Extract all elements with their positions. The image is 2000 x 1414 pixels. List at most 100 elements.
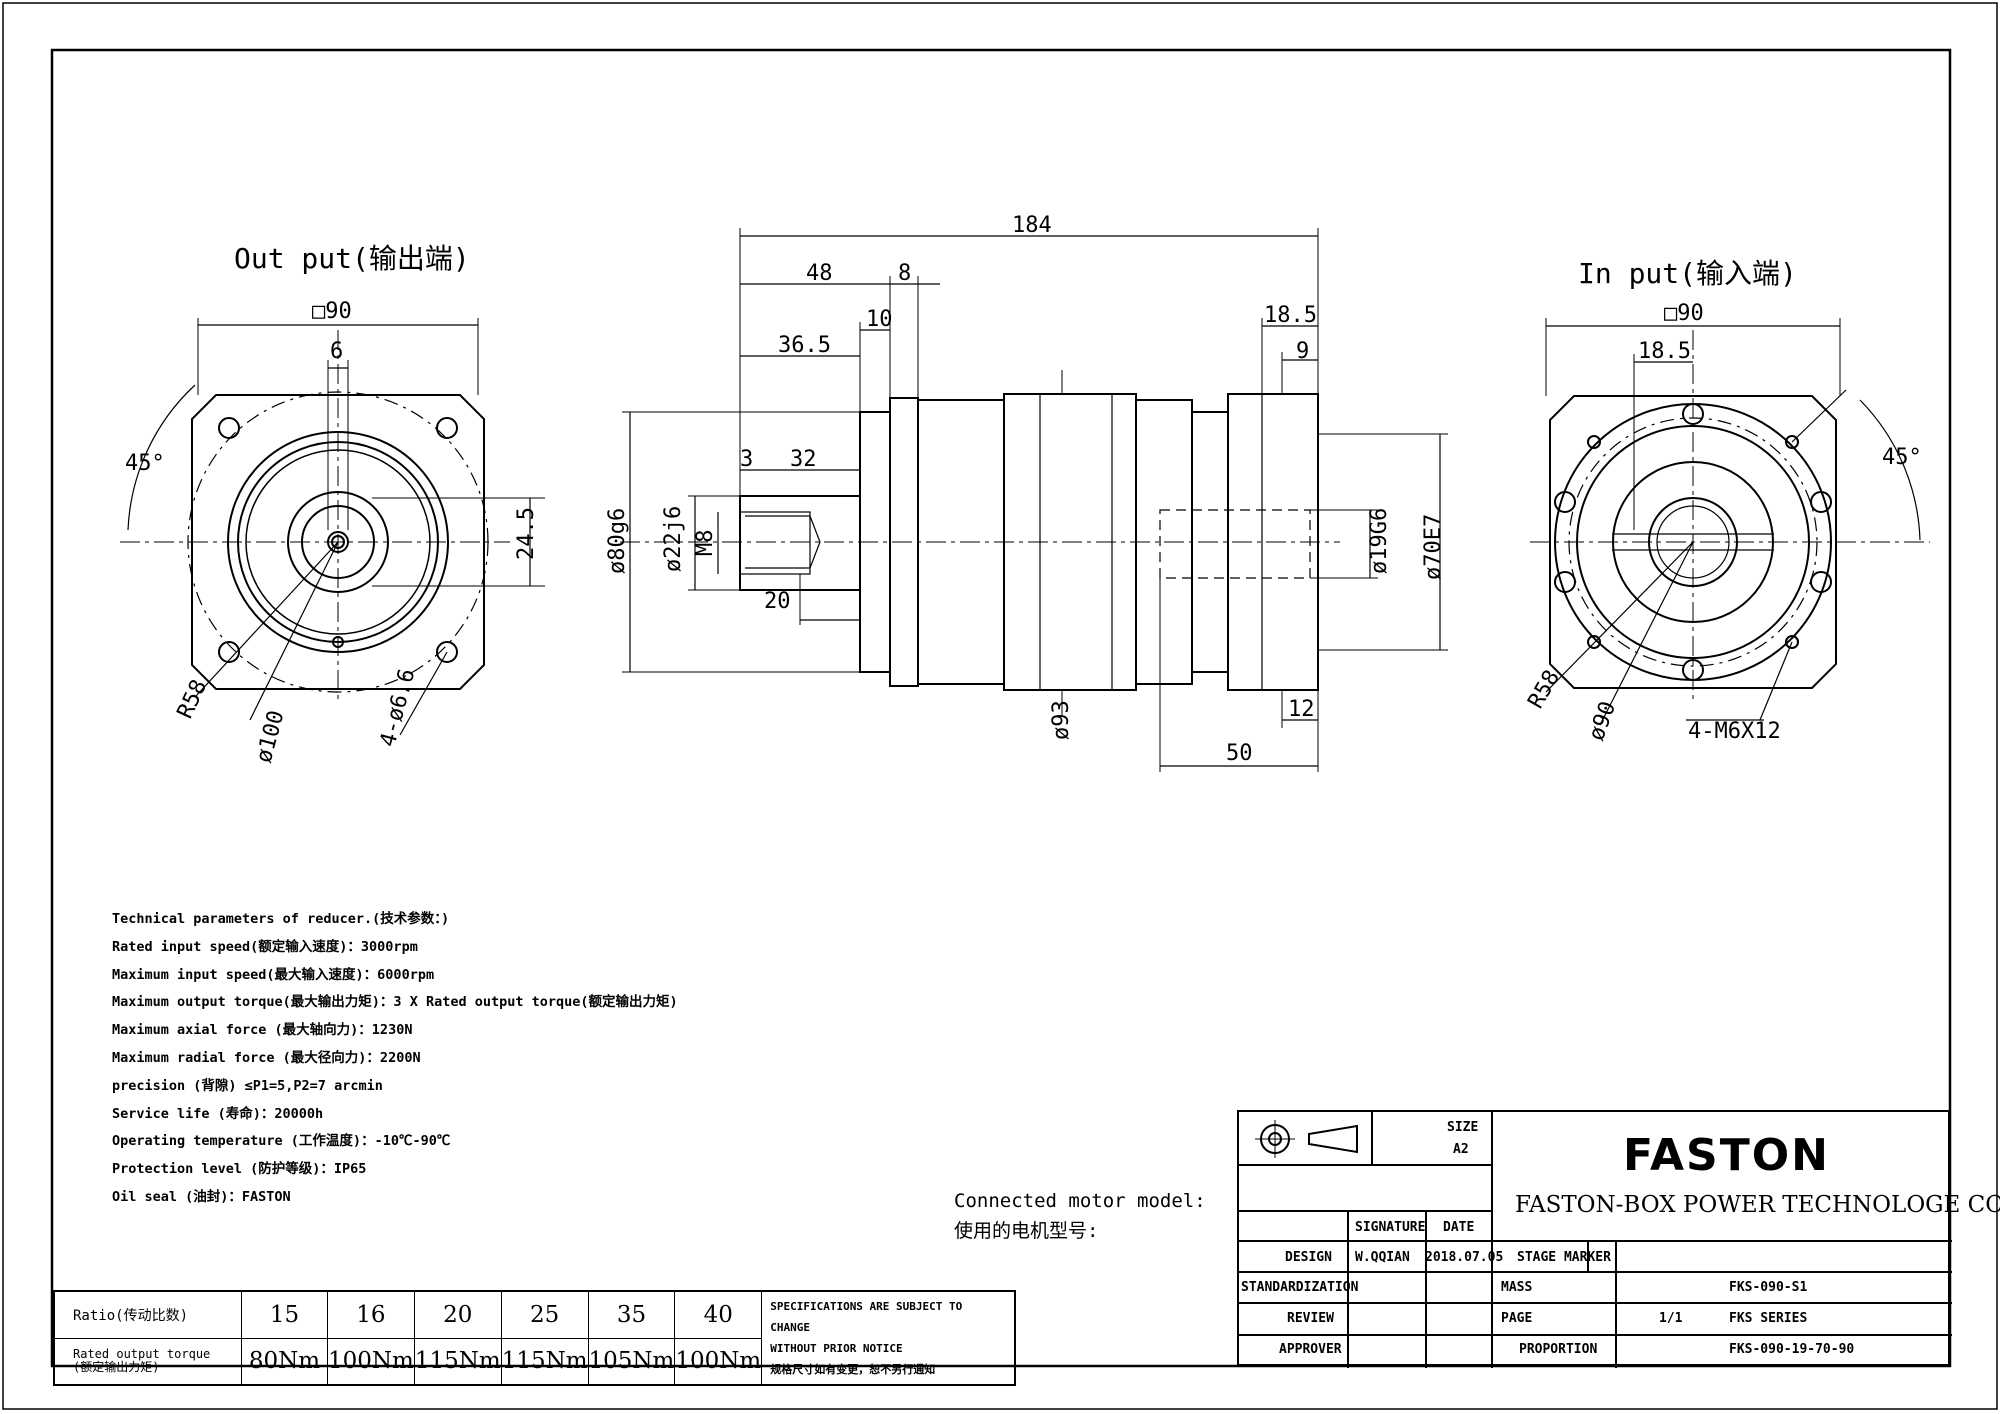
- side-dim-22j6: ø22j6: [661, 506, 686, 572]
- input-view: [1530, 318, 1930, 726]
- param-line: Maximum output torque(最大输出力矩)：3 X Rated …: [112, 994, 678, 1011]
- side-dim-70E7: ø70E7: [1421, 514, 1446, 580]
- input-screw-bl: [1587, 635, 1601, 649]
- side-dim-93: ø93: [1049, 700, 1074, 740]
- input-screw-tl: [1587, 435, 1601, 449]
- input-dim-square-label: □90: [1664, 301, 1704, 326]
- side-dim-12: 12: [1288, 697, 1315, 722]
- param-line: Protection level (防护等级)：IP65: [112, 1161, 367, 1178]
- design-date: 2018.07.05: [1425, 1250, 1504, 1265]
- spec-note: SPECIFICATIONS ARE SUBJECT TO CHANGE WIT…: [761, 1290, 1016, 1386]
- side-dim-20: 20: [764, 589, 791, 614]
- output-view: [120, 318, 545, 736]
- torque-label-1: Rated output torque: [73, 1347, 211, 1362]
- ratio-cell: 35: [587, 1290, 676, 1339]
- side-dim-80g6: ø80g6: [605, 508, 630, 574]
- input-hole-left-top: [1554, 491, 1576, 513]
- output-dim-key-label: 6: [330, 339, 343, 364]
- side-dim-32: 32: [790, 447, 817, 472]
- spec-note-2: WITHOUT PRIOR NOTICE: [770, 1342, 903, 1355]
- date-label: DATE: [1443, 1220, 1475, 1235]
- torque-cell: 105Nm: [587, 1337, 676, 1386]
- spec-note-1: SPECIFICATIONS ARE SUBJECT TO CHANGE: [770, 1300, 963, 1334]
- side-dim-m8: M8: [693, 530, 718, 557]
- connected-motor: Connected motor model: 使用的电机型号:: [954, 1186, 1206, 1246]
- ratio-cell: 40: [674, 1290, 763, 1339]
- mass-label: MASS: [1501, 1280, 1533, 1295]
- side-dim-19G6: ø19G6: [1367, 508, 1392, 574]
- param-line: Oil seal (油封)：FASTON: [112, 1188, 291, 1205]
- input-labels: In put(输入端) □90 18.5 45° R58 ø90 4-M6X12: [1524, 257, 1922, 744]
- stage-marker-label: STAGE MARKER: [1517, 1250, 1611, 1265]
- side-dim-36-5: 36.5: [778, 333, 831, 358]
- output-dim-radius-label: R58: [173, 676, 212, 723]
- side-tap: [745, 515, 821, 569]
- output-labels: Out put(输出端) □90 6 45° 24.5 R58 ø100 4-ø…: [125, 242, 539, 766]
- param-line: Maximum axial force (最大轴向力)：1230N: [112, 1022, 413, 1039]
- output-hole-tr: [436, 417, 458, 439]
- param-line: Service life (寿命)：20000h: [112, 1105, 324, 1122]
- param-line: Rated input speed(额定输入速度)：3000rpm: [112, 938, 418, 955]
- ratio-cell: 20: [413, 1290, 502, 1339]
- input-dim-holes-label: 4-M6X12: [1688, 719, 1781, 744]
- side-labels: 184 48 8 10 36.5 3 32 20 ø80g6 ø22j6 M8 …: [605, 213, 1446, 766]
- output-hole-br: [436, 641, 458, 663]
- designer-name: W.QQIAN: [1355, 1250, 1410, 1265]
- input-flange-square: [1549, 395, 1837, 689]
- output-title: Out put(输出端): [234, 242, 470, 275]
- ratio-cell: 15: [241, 1290, 328, 1339]
- faston-logo: FASTON: [1623, 1130, 1830, 1181]
- part-number: FKS-090-19-70-90: [1729, 1342, 1855, 1357]
- ratio-label: Ratio(传动比数): [53, 1290, 242, 1339]
- motor-line-1: Connected motor model:: [954, 1190, 1206, 1212]
- output-dim-holes-label: 4-ø6.6: [376, 666, 421, 749]
- torque-label: Rated output torque (额定输出力矩): [53, 1337, 242, 1386]
- torque-cell: 100Nm: [674, 1337, 763, 1386]
- series-label: FKS SERIES: [1729, 1311, 1808, 1326]
- standardization-label: STANDARDIZATION: [1241, 1280, 1359, 1295]
- ratio-table: Ratio(传动比数) 15 16 20 25 35 40 SPECIFICAT…: [53, 1290, 1017, 1386]
- spec-note-3: 规格尺寸如有变更，恕不另行通知: [770, 1363, 936, 1376]
- torque-row: Rated output torque (额定输出力矩) 80Nm 100Nm …: [53, 1337, 1015, 1386]
- page-label: PAGE: [1501, 1311, 1533, 1326]
- side-dim-9: 9: [1296, 339, 1309, 364]
- input-dim-18-5-label: 18.5: [1638, 339, 1691, 364]
- ratio-cell: 25: [500, 1290, 589, 1339]
- company-name: FASTON-BOX POWER TECHNOLOGE CO. LTD.: [1515, 1192, 2000, 1218]
- input-dim-pcd-label: ø90: [1584, 698, 1621, 744]
- side-dim-3: 3: [740, 447, 753, 472]
- page-value: 1/1: [1659, 1311, 1683, 1326]
- side-dim-184: 184: [1012, 213, 1052, 238]
- param-line: Technical parameters of reducer.(技术参数：): [112, 911, 450, 927]
- output-dim-pcd-label: ø100: [252, 708, 290, 766]
- torque-cell: 115Nm: [500, 1337, 589, 1386]
- input-title: In put(输入端): [1578, 257, 1797, 290]
- side-view: [620, 228, 1448, 772]
- output-hole-bl: [218, 641, 240, 663]
- model-number: FKS-090-S1: [1729, 1280, 1808, 1295]
- side-dim-18-5: 18.5: [1264, 303, 1317, 328]
- projection-symbol-icon: [1255, 1120, 1358, 1158]
- input-screw-tr: [1785, 435, 1799, 449]
- output-dim-height-label: 24.5: [514, 507, 539, 560]
- side-dim-8: 8: [898, 261, 911, 286]
- side-dim-48: 48: [806, 261, 833, 286]
- param-line: Maximum input speed(最大输入速度)：6000rpm: [112, 966, 435, 983]
- side-dim-10: 10: [866, 307, 893, 332]
- input-hole-left-bottom: [1554, 571, 1576, 593]
- side-input-bore: [1159, 509, 1311, 579]
- design-label: DESIGN: [1285, 1250, 1332, 1265]
- size-label: SIZE: [1447, 1120, 1479, 1135]
- torque-cell: 100Nm: [327, 1337, 415, 1386]
- input-screw-br: [1785, 635, 1799, 649]
- param-line: Maximum radial force (最大径向力)：2200N: [112, 1049, 421, 1066]
- signature-label: SIGNATURE: [1355, 1220, 1426, 1235]
- output-hole-tl: [218, 417, 240, 439]
- output-flange-square: [191, 394, 485, 690]
- input-hole-right-top: [1810, 491, 1832, 513]
- side-keyway: [739, 511, 811, 575]
- input-hole-right-bottom: [1810, 571, 1832, 593]
- torque-cell: 80Nm: [241, 1337, 328, 1386]
